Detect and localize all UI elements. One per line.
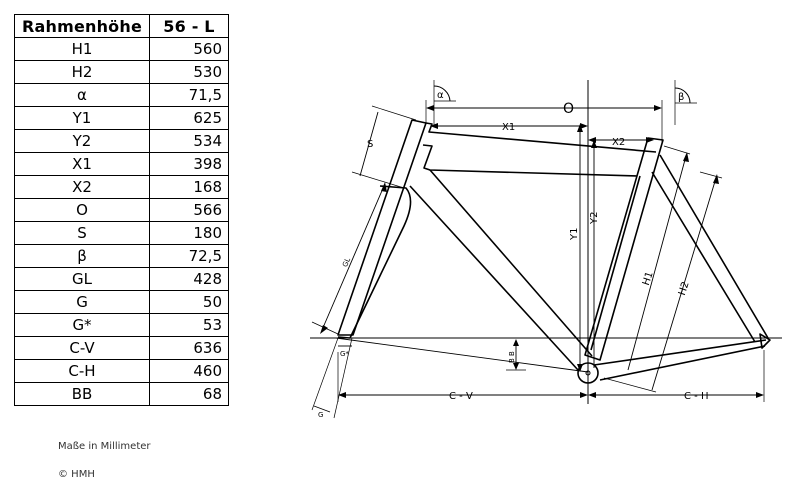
row-value: 71,5 — [149, 83, 229, 107]
cv-arrow-right — [580, 392, 588, 398]
row-value: 68 — [149, 382, 229, 406]
o-label: O — [563, 101, 574, 117]
row-label: BB — [14, 382, 150, 406]
beta-arc — [674, 87, 691, 104]
cv-arrow-left — [338, 392, 346, 398]
row-label: GL — [14, 267, 150, 291]
row-value: 53 — [149, 313, 229, 337]
rear-dropout — [759, 333, 771, 349]
o-arrow-right — [654, 105, 662, 111]
row-value: 72,5 — [149, 244, 229, 268]
bb-drop-arrow-bottom — [513, 363, 519, 370]
gl-arrow-top — [381, 182, 387, 192]
g-ext-line — [311, 337, 339, 411]
row-value: 560 — [149, 37, 229, 61]
y2-label: Y2 — [589, 212, 600, 225]
seat-stay — [651, 154, 769, 343]
g-ext-line-2 — [333, 337, 353, 419]
down-tube — [409, 169, 593, 371]
seat-tube-inner — [590, 175, 641, 351]
header-frame-height: Rahmenhöhe — [14, 14, 150, 38]
row-value: 530 — [149, 60, 229, 84]
row-label: α — [14, 83, 150, 107]
x2-label: X2 — [612, 137, 625, 148]
fork — [337, 185, 412, 339]
h2-dimension-line — [651, 177, 717, 391]
beta-label: β — [678, 92, 684, 103]
units-note: Maße in Millimeter — [58, 441, 151, 452]
table-header-row: Rahmenhöhe 56 - L — [14, 14, 229, 38]
h1-dimension-line — [627, 155, 687, 371]
o-arrow-left — [426, 105, 434, 111]
x2-arrow-right — [646, 137, 654, 143]
y1-arrow-top — [577, 124, 583, 132]
h1-ext-top — [663, 145, 691, 155]
bottom-bracket-circle — [577, 362, 599, 384]
row-value: 168 — [149, 175, 229, 199]
h2-ext-bottom — [603, 377, 657, 393]
s-ext-bottom — [351, 171, 405, 189]
ch-label: C - H — [684, 391, 708, 402]
bottom-bracket-center — [585, 370, 591, 376]
gl-dimension-line — [321, 185, 385, 331]
cv-label: C - V — [449, 391, 473, 402]
chain-stay — [593, 339, 767, 381]
bb-drop-arrow-top — [513, 339, 519, 346]
h1-arrow-top — [683, 152, 689, 162]
y2-arrow-top — [591, 140, 597, 148]
gl-arrow-bottom — [320, 325, 328, 334]
row-value: 428 — [149, 267, 229, 291]
row-value: 625 — [149, 106, 229, 130]
h2-ext-top — [699, 171, 723, 179]
row-label: β — [14, 244, 150, 268]
ch-arrow-left — [588, 392, 596, 398]
g-dimension-line — [313, 405, 331, 413]
row-label: G* — [14, 313, 150, 337]
g-label: G — [318, 411, 323, 419]
x1-arrow-right — [580, 123, 588, 129]
x2-arrow-left — [588, 137, 596, 143]
seat-tube — [584, 137, 664, 361]
bb-drop-label: B B — [508, 351, 516, 363]
row-value: 398 — [149, 152, 229, 176]
s-dimension-line — [359, 111, 379, 177]
head-tube — [337, 119, 427, 336]
h2-arrow-top — [713, 174, 719, 184]
y1-label: Y1 — [569, 228, 580, 241]
row-label: G — [14, 290, 150, 314]
alpha-label: α — [437, 90, 444, 101]
top-tube — [422, 122, 657, 177]
front-axle-to-bb-line — [335, 337, 589, 373]
alpha-arc — [433, 85, 451, 102]
h2-label: H2 — [677, 280, 692, 297]
header-size: 56 - L — [149, 14, 229, 38]
x1-label: X1 — [502, 122, 515, 133]
h1-label: H1 — [641, 270, 656, 287]
gl-label: GL — [341, 257, 352, 269]
copyright: © HMH — [58, 469, 95, 480]
row-value: 50 — [149, 290, 229, 314]
table-row: G*53 — [14, 313, 229, 337]
s-label: S — [367, 139, 373, 150]
g-star-label: G* — [340, 350, 349, 358]
x1-arrow-left — [430, 123, 438, 129]
ch-arrow-right — [756, 392, 764, 398]
s-ext-top — [371, 105, 417, 121]
y1-arrow-bottom — [577, 364, 583, 372]
